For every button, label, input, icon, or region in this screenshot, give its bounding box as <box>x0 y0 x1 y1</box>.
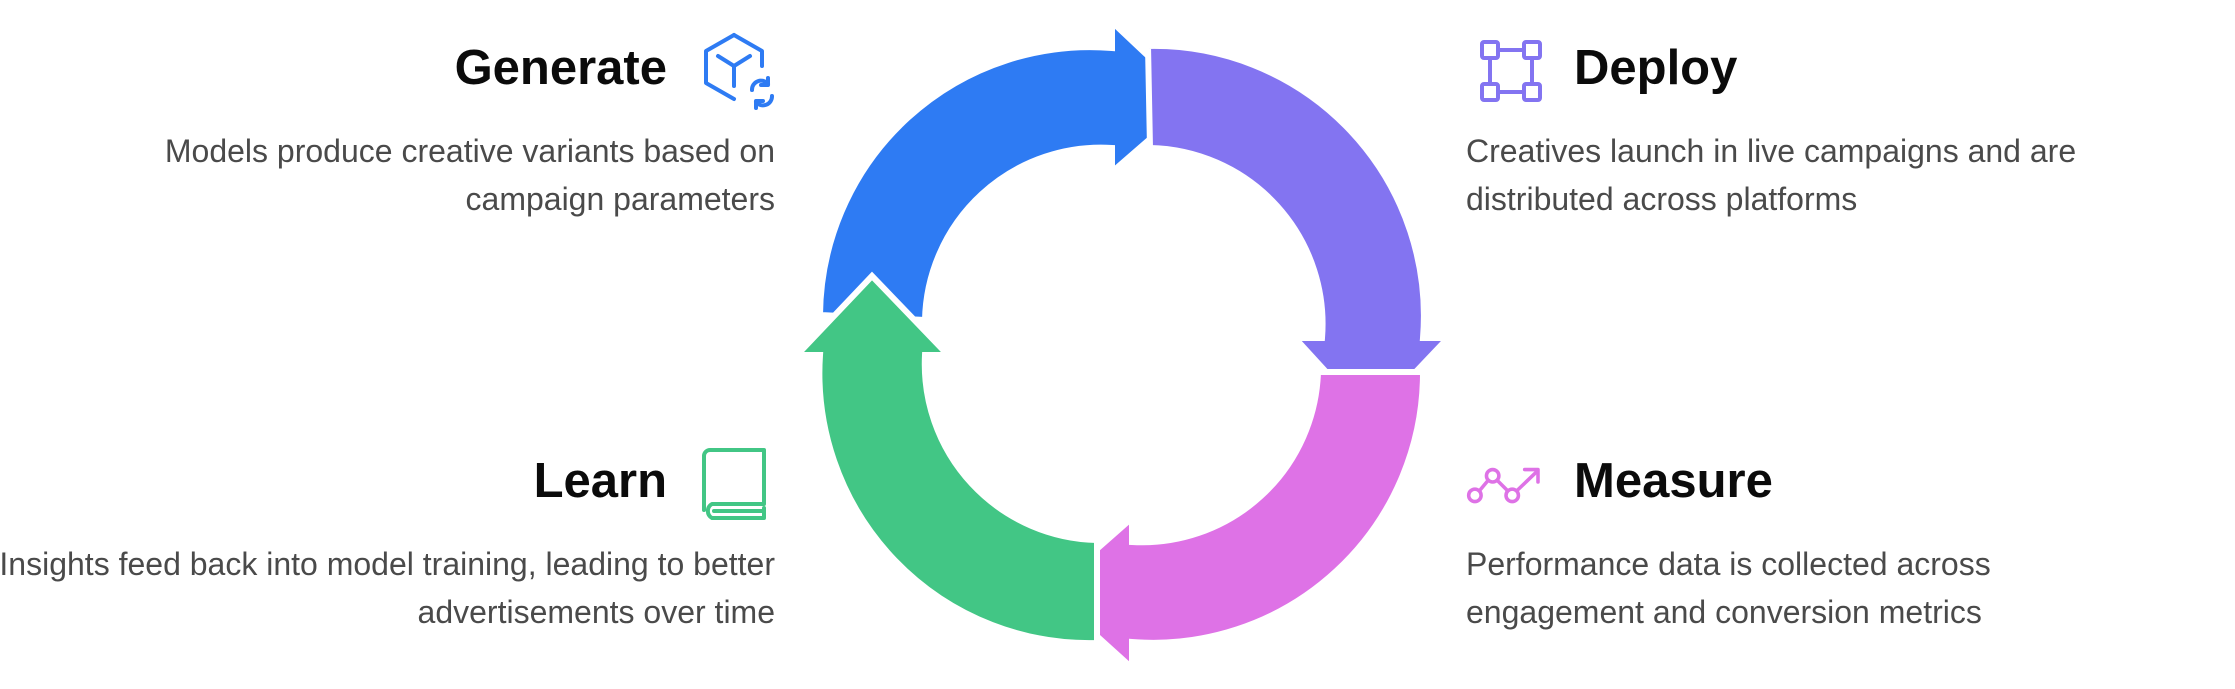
generate-description: Models produce creative variants based o… <box>164 133 775 217</box>
book-icon <box>702 448 766 520</box>
deploy-arrow <box>1144 42 1455 425</box>
trend-up-icon <box>1466 467 1540 504</box>
generate-arrow <box>816 15 1200 324</box>
deploy-title: Deploy <box>1574 41 1738 95</box>
measure-arrow <box>1043 369 1427 675</box>
learn-arrow <box>790 271 1100 647</box>
nodes-grid-icon <box>1480 40 1542 102</box>
measure-description: Performance data is collected across eng… <box>1466 546 1991 630</box>
learn-description: Insights feed back into model training, … <box>0 546 775 630</box>
deploy-description: Creatives launch in live campaigns and a… <box>1466 133 2077 217</box>
learn-title: Learn <box>533 454 667 508</box>
measure-title: Measure <box>1574 454 1773 508</box>
cube-refresh-icon <box>704 33 774 110</box>
generate-title: Generate <box>454 41 667 95</box>
